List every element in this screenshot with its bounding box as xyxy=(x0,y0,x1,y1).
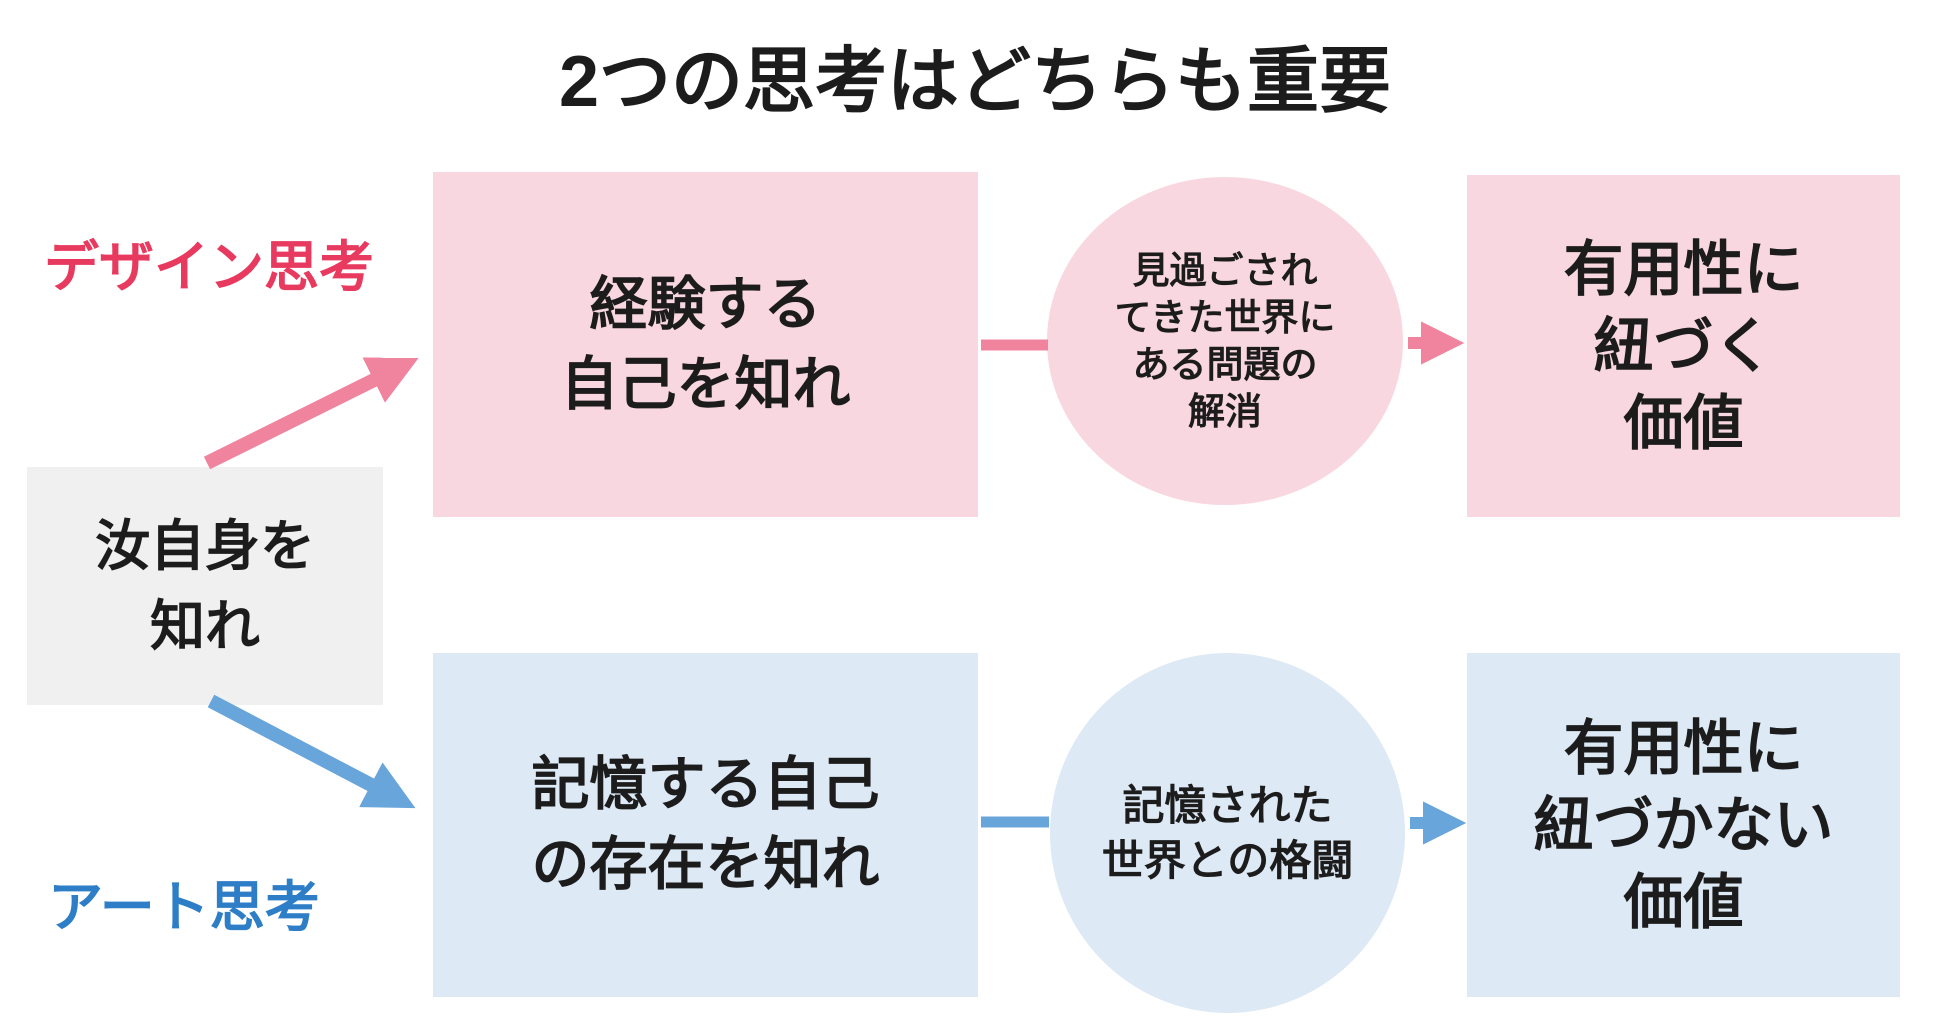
design-diagonal-arrow xyxy=(203,357,419,470)
design-experience-box: 経験する 自己を知れ xyxy=(433,172,978,517)
root-box-label: 汝自身を 知れ xyxy=(94,515,315,657)
design-outcome-box: 有用性に 紐づく 価値 xyxy=(1467,175,1900,517)
root-box: 汝自身を 知れ xyxy=(27,467,383,705)
diagram-title: 2つの思考はどちらも重要 xyxy=(558,42,1392,122)
art-diagonal-arrow xyxy=(207,694,416,809)
design-process-label: 見過ごされ てきた世界に ある問題の 解消 xyxy=(1114,250,1336,432)
art-outcome-box: 有用性に 紐づかない 価値 xyxy=(1467,653,1900,997)
art-outcome-label: 有用性に 紐づかない 価値 xyxy=(1533,714,1834,936)
art-memory-label: 記憶する自己 の存在を知れ xyxy=(531,752,880,897)
art-row-label: アート思考 xyxy=(48,876,320,938)
design-process-circle: 見過ごされ てきた世界に ある問題の 解消 xyxy=(1047,177,1403,505)
art-memory-box: 記憶する自己 の存在を知れ xyxy=(433,653,978,997)
art-process-label: 記憶された 世界との格闘 xyxy=(1101,782,1354,884)
design-row-label: デザイン思考 xyxy=(44,236,375,298)
art-process-circle: 記憶された 世界との格闘 xyxy=(1050,653,1405,1013)
design-outcome-label: 有用性に 紐づく 価値 xyxy=(1563,235,1804,457)
design-experience-label: 経験する 自己を知れ xyxy=(560,271,851,417)
